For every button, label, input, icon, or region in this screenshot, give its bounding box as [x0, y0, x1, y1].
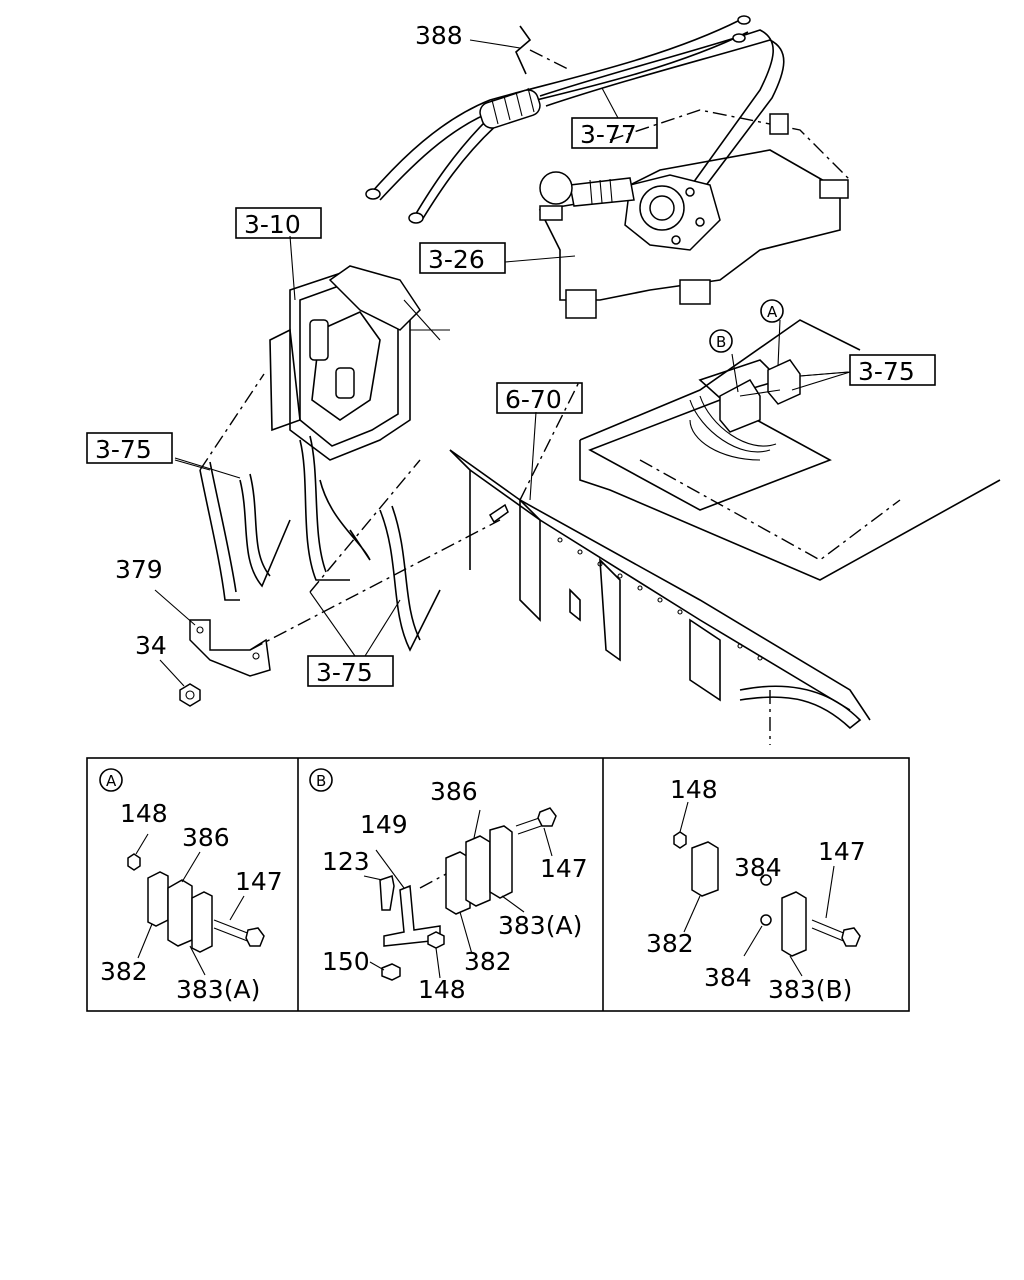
svg-text:3-77: 3-77: [580, 120, 637, 149]
label-c-382: 382: [646, 929, 694, 958]
svg-text:A: A: [106, 772, 117, 790]
svg-text:B: B: [316, 772, 326, 790]
label-c-384-bottom: 384: [704, 963, 752, 992]
svg-text:B: B: [716, 333, 726, 351]
frame-crossmember: [449, 379, 871, 745]
label-34: 34: [135, 631, 167, 660]
label-a-383: 383(A): [176, 975, 260, 1004]
ref-box-3-75-bottom[interactable]: 3-75: [307, 655, 394, 687]
ref-box-6-70[interactable]: 6-70: [496, 382, 583, 414]
callout-a[interactable]: A: [760, 299, 784, 323]
ref-box-3-75-right[interactable]: 3-75: [849, 354, 936, 386]
label-c-148: 148: [670, 775, 718, 804]
detail-panel-a: A 148 386 147 382 383(A): [99, 768, 283, 1004]
label-b-147: 147: [540, 854, 588, 883]
svg-text:3-75: 3-75: [95, 435, 152, 464]
label-a-147: 147: [235, 867, 283, 896]
label-b-382: 382: [464, 947, 512, 976]
detail-panel-c: 148 384 147 382 384 383(B): [646, 775, 866, 1004]
label-b-149: 149: [360, 810, 408, 839]
pipe-set-left: [199, 373, 441, 652]
detail-panel-frame: [86, 757, 910, 1012]
bracket-379: [154, 503, 509, 677]
detail-panel-b: B 386 149 123 147 383(A) 382 150 148: [309, 768, 588, 1004]
label-b-150: 150: [322, 947, 370, 976]
svg-text:3-75: 3-75: [858, 357, 915, 386]
hose-assembly: [365, 15, 785, 224]
ref-box-3-10[interactable]: 3-10: [235, 207, 322, 239]
label-388: 388: [415, 21, 463, 50]
nut-34: [159, 659, 201, 707]
label-379: 379: [115, 555, 163, 584]
label-b-148: 148: [418, 975, 466, 1004]
svg-text:3-26: 3-26: [428, 245, 485, 274]
cab-floor: [579, 319, 1001, 581]
svg-text:6-70: 6-70: [505, 385, 562, 414]
svg-text:3-10: 3-10: [244, 210, 301, 239]
label-c-383: 383(B): [768, 975, 852, 1004]
label-c-147: 147: [818, 837, 866, 866]
callout-b[interactable]: B: [709, 329, 733, 353]
control-unit: [269, 235, 450, 461]
label-c-384-top: 384: [734, 853, 782, 882]
ref-box-3-75-left[interactable]: 3-75: [86, 432, 173, 464]
valve-bracket: [504, 109, 851, 319]
label-b-383: 383(A): [498, 911, 582, 940]
label-b-386: 386: [430, 777, 478, 806]
svg-text:A: A: [767, 303, 778, 321]
label-a-148: 148: [120, 799, 168, 828]
svg-text:3-75: 3-75: [316, 658, 373, 687]
label-a-386: 386: [182, 823, 230, 852]
ref-box-3-77[interactable]: 3-77: [571, 117, 658, 149]
label-a-382: 382: [100, 957, 148, 986]
label-b-123: 123: [322, 847, 370, 876]
ref-box-3-26[interactable]: 3-26: [419, 242, 506, 274]
